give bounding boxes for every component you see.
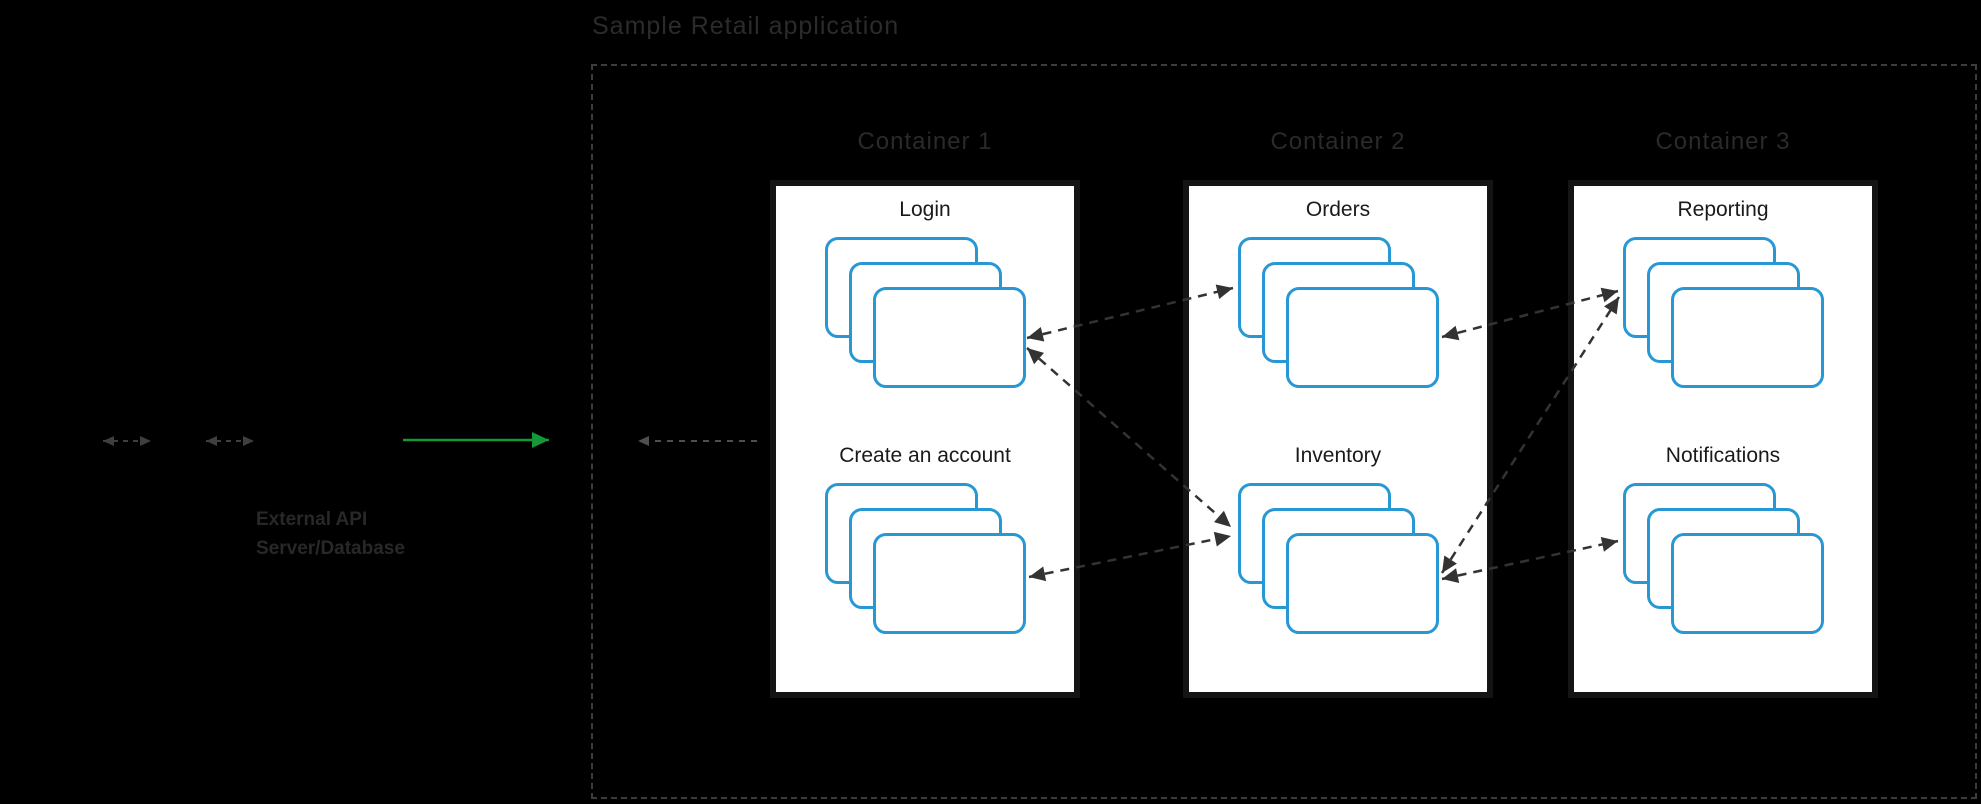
container-1-box: Login Create an account: [770, 180, 1080, 698]
inventory-stack: [1237, 483, 1439, 634]
create-account-stack: [824, 483, 1026, 634]
reporting-unit: Reporting: [1574, 198, 1872, 388]
notifications-label: Notifications: [1665, 444, 1781, 467]
notifications-unit: Notifications: [1574, 444, 1872, 634]
container-2-box: Orders Inventory: [1183, 180, 1493, 698]
external-system-label-line2: Server/Database: [256, 538, 405, 559]
orders-card-front: [1285, 287, 1439, 388]
notifications-card-front: [1670, 533, 1824, 634]
system-boundary: [591, 64, 1977, 799]
orders-stack: [1237, 237, 1439, 388]
diagram-title: Sample Retail application: [592, 12, 900, 40]
login-card-front: [872, 287, 1026, 388]
login-unit: Login: [776, 198, 1074, 388]
login-label: Login: [899, 198, 951, 221]
orders-label: Orders: [1305, 198, 1371, 221]
external-system-label-line1: External API: [256, 509, 368, 530]
external-system-label: External API Server/Database: [256, 505, 405, 563]
container-2-label: Container 2: [1270, 128, 1406, 155]
create-account-unit: Create an account: [776, 444, 1074, 634]
reporting-label: Reporting: [1677, 198, 1769, 221]
orders-unit: Orders: [1189, 198, 1487, 388]
inventory-label: Inventory: [1294, 444, 1382, 467]
reporting-stack: [1622, 237, 1824, 388]
notifications-stack: [1622, 483, 1824, 634]
container-1-label: Container 1: [857, 128, 993, 155]
container-3-label: Container 3: [1655, 128, 1791, 155]
inventory-unit: Inventory: [1189, 444, 1487, 634]
inventory-card-front: [1285, 533, 1439, 634]
container-3-box: Reporting Notifications: [1568, 180, 1878, 698]
reporting-card-front: [1670, 287, 1824, 388]
create-account-label: Create an account: [839, 444, 1011, 467]
login-stack: [824, 237, 1026, 388]
create-account-card-front: [872, 533, 1026, 634]
